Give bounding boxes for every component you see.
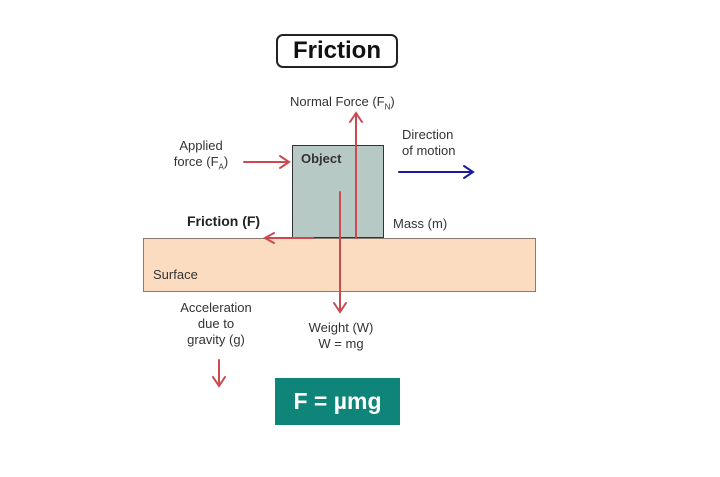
acceleration-label: Acceleration due to gravity (g)	[166, 300, 266, 348]
weight-line1: Weight (W)	[308, 320, 374, 335]
normal-force-label: Normal Force (FN)	[290, 94, 395, 112]
accel-line1: Acceleration	[180, 300, 252, 315]
weight-arrowhead	[333, 302, 347, 314]
normal-force-sub: N	[384, 102, 391, 112]
direction-label: Direction of motion	[402, 127, 455, 159]
gravity-arrowhead	[212, 376, 226, 388]
formula-text: F = µmg	[293, 388, 382, 414]
normal-force-arrowhead	[349, 111, 363, 123]
applied-line2: force (FA)	[173, 154, 229, 172]
applied-sub: A	[218, 162, 224, 172]
direction-line1: Direction	[402, 127, 454, 142]
friction-label: Friction (F)	[187, 213, 261, 229]
title-box: Friction	[276, 34, 398, 68]
mass-label: Mass (m)	[393, 216, 448, 231]
object-label: Object	[301, 151, 342, 166]
title: Friction	[293, 37, 381, 64]
applied-force-arrowhead	[279, 155, 291, 169]
weight-label: Weight (W) W = mg	[293, 320, 389, 352]
normal-force-text: Normal Force (F	[290, 94, 385, 109]
applied-line1: Applied	[179, 138, 223, 153]
formula-box: F = µmg	[275, 378, 400, 425]
friction-arrowhead	[262, 232, 275, 244]
surface-label: Surface	[153, 267, 198, 282]
motion-arrowhead	[463, 165, 475, 179]
applied-line2-text: force (F	[173, 154, 219, 169]
accel-line2: due to	[197, 316, 235, 331]
applied-force-label: Applied force (FA)	[166, 138, 236, 176]
object-block	[292, 145, 384, 238]
accel-line3: gravity (g)	[187, 332, 245, 347]
direction-line2: of motion	[402, 143, 456, 158]
weight-line2: W = mg	[318, 336, 364, 351]
